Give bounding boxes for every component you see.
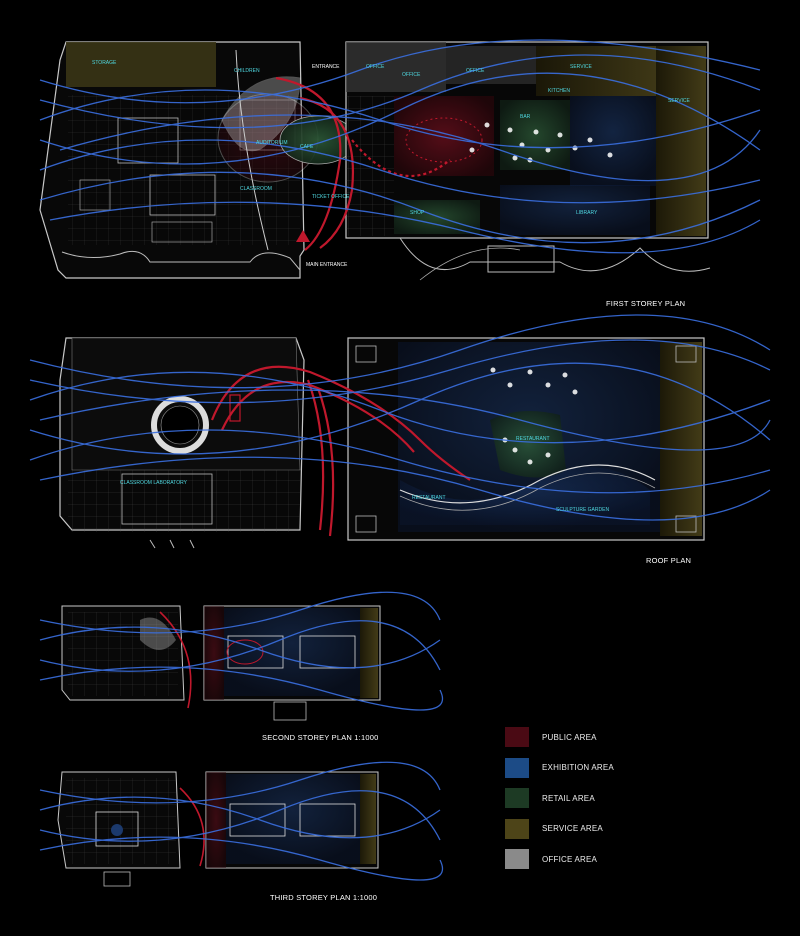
tree-symbols — [469, 122, 613, 163]
label-children: CHILDREN — [234, 68, 260, 74]
legend-swatch — [505, 818, 529, 839]
label-library: LIBRARY — [576, 210, 598, 216]
flow-lines — [29, 39, 771, 881]
roof-restaurant-zone — [490, 411, 566, 478]
label-classroom: CLASSROOM — [240, 186, 272, 192]
first-storey-plan — [39, 41, 711, 281]
legend-label: PUBLIC AREA — [542, 732, 597, 742]
roof-labels: CLASSROOM LABORATORY RESTAURANT RESTAURA… — [120, 436, 609, 513]
service-column — [656, 46, 706, 236]
label-main-entrance: MAIN ENTRANCE — [306, 262, 348, 268]
label-sculpture-garden: SCULPTURE GARDEN — [556, 507, 609, 513]
legend-item-office: OFFICE AREA — [505, 844, 614, 875]
label-office-a: OFFICE — [366, 64, 385, 70]
label-shop: SHOP — [410, 210, 425, 216]
public-hall — [394, 96, 494, 176]
roof-plan — [59, 337, 705, 549]
legend-label: SERVICE AREA — [542, 824, 603, 834]
legend-item-exhibition: EXHIBITION AREA — [505, 753, 614, 784]
roof-plan-title: ROOF PLAN — [646, 556, 692, 565]
label-kitchen: KITCHEN — [548, 88, 570, 94]
legend-swatch — [505, 727, 529, 748]
roof-tree-symbols — [490, 367, 578, 465]
roof-oculus — [151, 396, 209, 454]
label-restaurant: RESTAURANT — [412, 495, 446, 501]
second-storey-title: SECOND STOREY PLAN 1:1000 — [262, 733, 379, 742]
label-service-b: SERVICE — [668, 98, 691, 104]
label-storage: STORAGE — [92, 60, 117, 66]
circulation-path — [275, 76, 451, 251]
first-storey-title: FIRST STOREY PLAN — [606, 299, 686, 308]
kitchen-service-zone — [536, 46, 656, 96]
label-office-c: OFFICE — [466, 68, 485, 74]
label-entrance: ENTRANCE — [312, 64, 340, 70]
label-ticket-office: TICKET OFFICE — [312, 194, 350, 200]
label-service: SERVICE — [570, 64, 593, 70]
label-restaurant-b: RESTAURANT — [516, 436, 550, 442]
label-bar: BAR — [520, 114, 531, 120]
legend-item-public: PUBLIC AREA — [505, 722, 614, 753]
storage-zone — [66, 42, 216, 87]
legend-swatch — [505, 788, 529, 809]
first-storey-labels: STORAGE CHILDREN ENTRANCE OFFICE OFFICE … — [92, 60, 691, 268]
label-office-b: OFFICE — [402, 72, 421, 78]
legend-swatch — [505, 849, 529, 870]
third-storey-plan — [57, 771, 379, 887]
legend-label: OFFICE AREA — [542, 854, 598, 864]
legend-item-retail: RETAIL AREA — [505, 783, 614, 814]
legend-label: EXHIBITION AREA — [542, 763, 614, 773]
legend-swatch — [505, 757, 529, 778]
label-classroom-lab: CLASSROOM LABORATORY — [120, 480, 188, 486]
library-zone — [500, 185, 650, 235]
legend: PUBLIC AREA EXHIBITION AREA RETAIL AREA … — [505, 722, 614, 875]
label-auditorium: AUDITORIUM — [256, 140, 288, 146]
third-storey-title: THIRD STOREY PLAN 1:1000 — [270, 893, 378, 902]
cafe-zone — [279, 115, 357, 165]
legend-item-service: SERVICE AREA — [505, 814, 614, 845]
label-cafe: CAFE — [300, 144, 314, 150]
legend-label: RETAIL AREA — [542, 793, 595, 803]
